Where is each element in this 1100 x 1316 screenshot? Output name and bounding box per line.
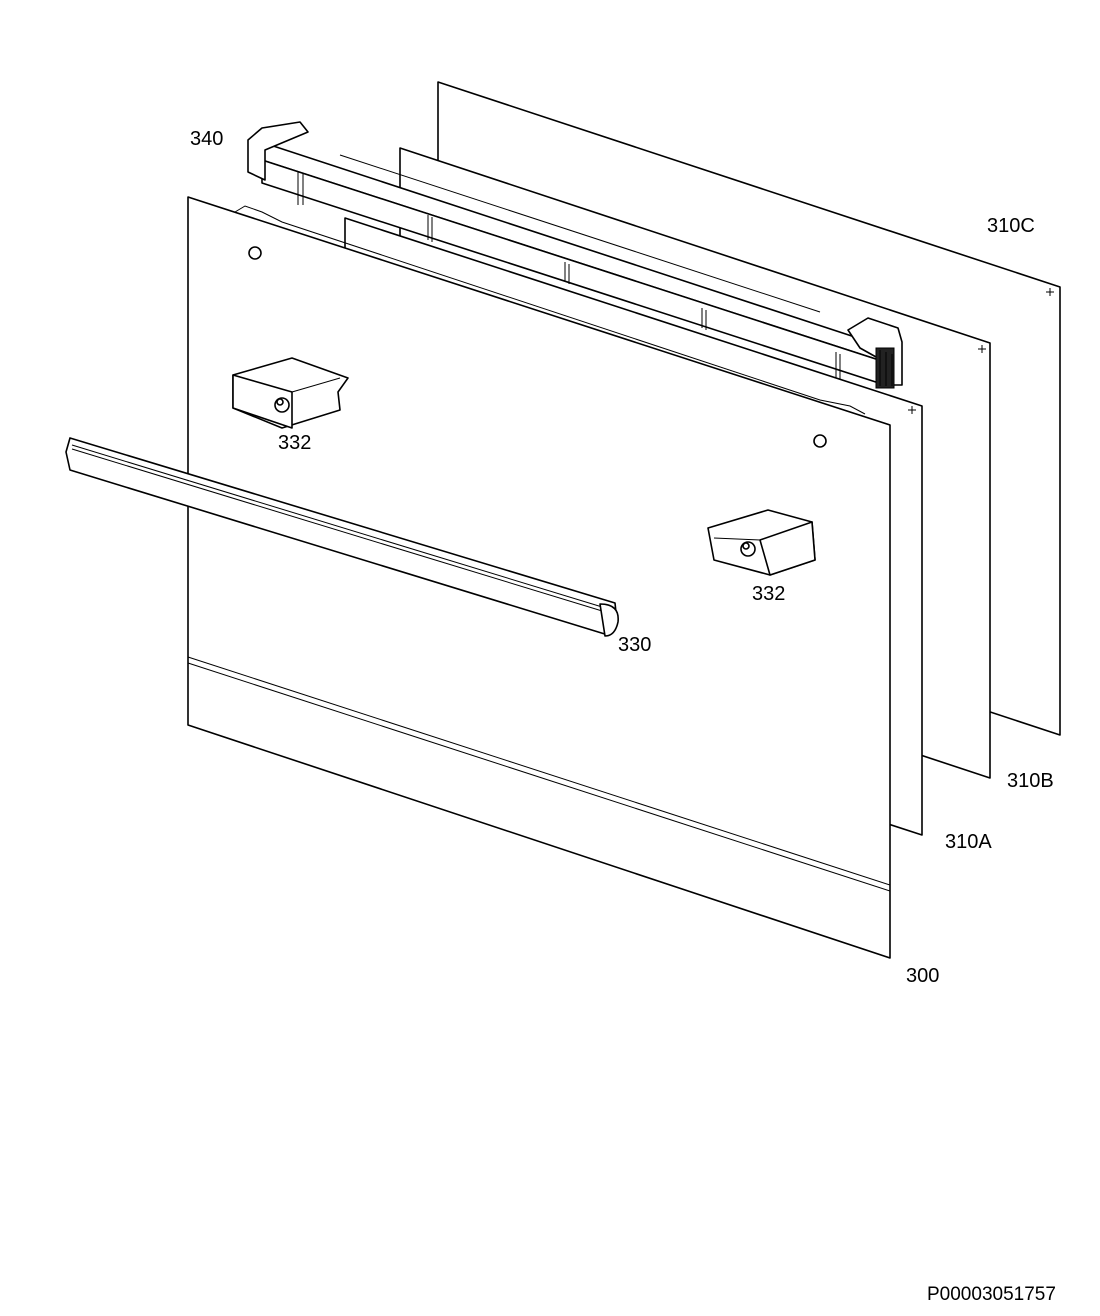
label-340: 340 — [190, 128, 223, 150]
label-330: 330 — [618, 634, 651, 656]
label-310a: 310A — [945, 831, 992, 853]
hinge-bracket-332-left — [232, 357, 349, 429]
hinge-bracket-332-right — [707, 509, 816, 576]
label-332-right: 332 — [752, 583, 785, 605]
document-id: P00003051757 — [927, 1284, 1056, 1305]
label-300: 300 — [906, 965, 939, 987]
label-332-left: 332 — [278, 432, 311, 454]
door-handle-330 — [65, 437, 619, 637]
label-310b: 310B — [1007, 770, 1054, 792]
outer-door-panel-300 — [187, 196, 891, 959]
top-door-profile-340 — [247, 121, 903, 389]
label-310c: 310C — [987, 215, 1035, 237]
